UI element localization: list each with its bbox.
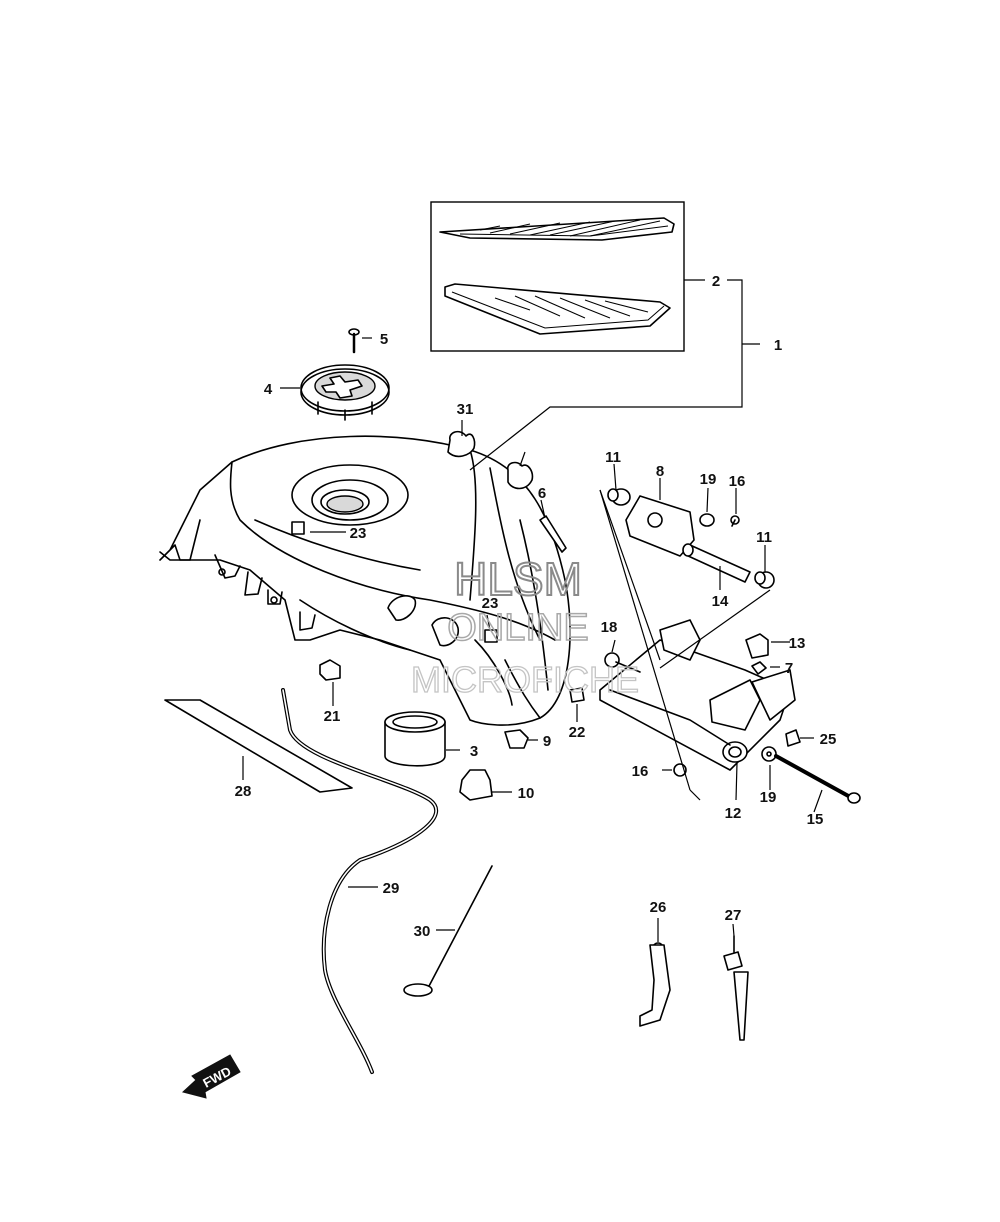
decal-upper xyxy=(439,217,675,241)
callout-5: 5 xyxy=(380,331,388,348)
forward-arrow-icon xyxy=(181,1054,241,1099)
clamp-25 xyxy=(639,942,671,1027)
plate-8 xyxy=(625,495,695,557)
nut-7 xyxy=(751,661,767,675)
callout-23-a: 23 xyxy=(350,525,367,542)
watermark-line-3: MICROFICHE xyxy=(411,659,639,700)
watermark-line-2: ONLINE xyxy=(447,607,588,649)
bracket-10 xyxy=(459,769,493,801)
cushion-30 xyxy=(447,430,476,458)
fuel-tank xyxy=(159,435,571,726)
pad-22 xyxy=(569,687,585,703)
callout-11-a: 11 xyxy=(605,449,621,466)
fwd-badge: FWD xyxy=(181,1054,241,1099)
fuel-cap xyxy=(300,364,390,421)
callout-3: 3 xyxy=(470,743,478,760)
screw-17 xyxy=(730,515,740,527)
callout-2: 2 xyxy=(712,273,720,290)
callout-6: 6 xyxy=(538,485,546,502)
callout-12: 12 xyxy=(725,805,742,822)
cushion-9 xyxy=(504,729,529,749)
cushion-21 xyxy=(319,659,341,681)
cushion-18 xyxy=(604,652,641,673)
bushing-20 xyxy=(699,513,715,527)
decal-set-box xyxy=(430,201,685,352)
callout-22: 22 xyxy=(569,724,586,741)
callout-19: 19 xyxy=(760,789,777,806)
callout-15: 15 xyxy=(807,811,824,828)
callout-16: 16 xyxy=(632,763,649,780)
callout-8: 8 xyxy=(656,463,664,480)
leader-lines xyxy=(242,279,823,942)
callout-24: 25 xyxy=(820,731,837,748)
cushion-cylinder-3 xyxy=(384,711,446,767)
strip-6 xyxy=(539,515,567,553)
callout-23-b: 23 xyxy=(482,595,499,612)
callout-26: 27 xyxy=(725,907,742,924)
callout-27: 28 xyxy=(235,783,252,800)
callout-4: 4 xyxy=(264,381,273,398)
tie-clip-26 xyxy=(723,935,749,1041)
cap-bolt xyxy=(348,328,360,354)
bracket-assembly-12 xyxy=(599,619,796,771)
decal-lower xyxy=(444,283,671,335)
callout-11-b: 11 xyxy=(756,529,772,546)
callout-10: 10 xyxy=(518,785,535,802)
callout-13: 13 xyxy=(789,635,806,652)
collar-14 xyxy=(682,543,751,583)
callout-29: 30 xyxy=(414,923,431,940)
callout-20: 19 xyxy=(700,471,717,488)
callout-18: 18 xyxy=(601,619,618,636)
washer-19 xyxy=(761,746,777,762)
callout-21: 21 xyxy=(324,708,341,725)
clip-13 xyxy=(745,633,769,659)
watermark: HLSM ONLINE MICROFICHE xyxy=(410,552,639,701)
callout-30: 31 xyxy=(457,401,474,418)
grommet-11-a xyxy=(607,488,631,506)
callout-25: 26 xyxy=(650,899,667,916)
callout-7: 7 xyxy=(785,660,793,677)
callout-28: 29 xyxy=(383,880,400,897)
sheet-27 xyxy=(164,699,353,793)
callout-17: 16 xyxy=(729,473,746,490)
nut-24 xyxy=(785,729,801,747)
grommet-11-b xyxy=(754,571,775,589)
callout-14: 14 xyxy=(712,593,729,610)
bolt-15 xyxy=(774,754,861,804)
callout-labels: 2 1 5 4 31 6 11 8 19 16 11 14 13 7 25 18… xyxy=(235,273,837,940)
callout-1: 1 xyxy=(774,337,782,354)
drain-tube-29 xyxy=(403,865,493,997)
watermark-line-1: HLSM xyxy=(454,553,582,605)
callout-9: 9 xyxy=(543,733,551,750)
cushion-31 xyxy=(507,461,534,490)
fwd-label: FWD xyxy=(200,1064,233,1091)
